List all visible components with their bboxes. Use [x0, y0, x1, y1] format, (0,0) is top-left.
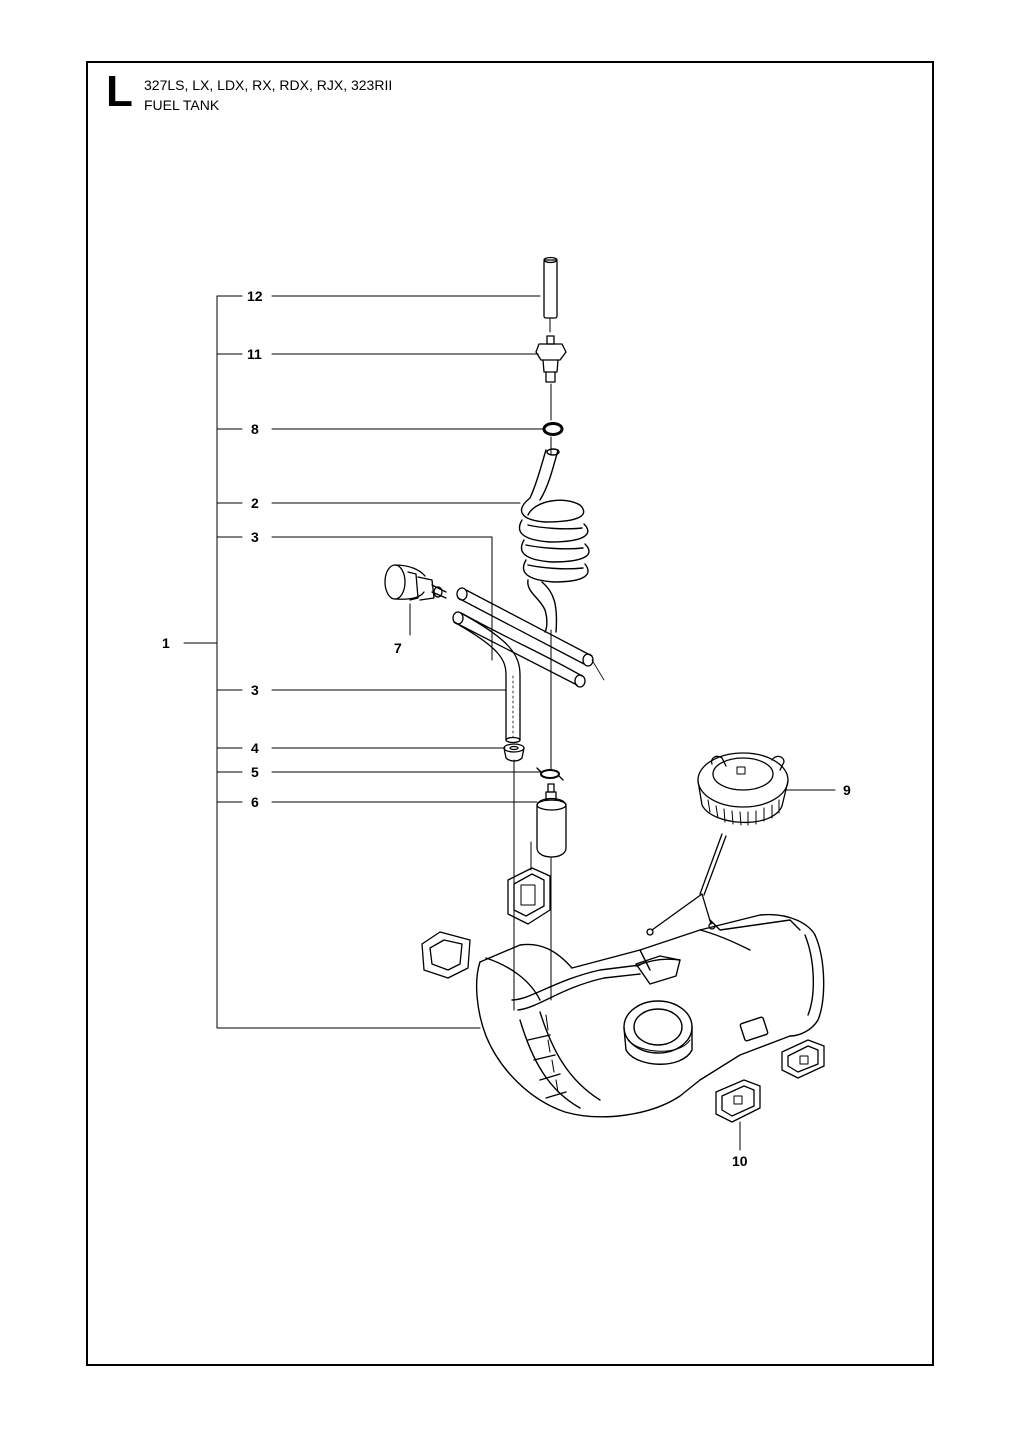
part-12-hose — [543, 256, 558, 319]
callout-3-upper: 3 — [251, 529, 259, 545]
callout-6: 6 — [251, 794, 259, 810]
part-9-fuel-cap — [646, 752, 789, 936]
part-4-grommet — [503, 743, 525, 762]
callout-7: 7 — [394, 640, 402, 656]
part-10-rubber-mount — [715, 1039, 825, 1123]
diagram-title: FUEL TANK — [144, 97, 220, 113]
section-letter: L — [106, 67, 133, 116]
callout-4: 4 — [251, 740, 259, 756]
part-8-o-ring — [542, 422, 564, 436]
page-frame — [86, 61, 934, 1366]
callout-labels: 1 2 3 3 4 5 6 7 8 9 10 11 12 — [162, 288, 851, 1169]
callout-2: 2 — [251, 495, 259, 511]
part-6-fuel-filter — [536, 783, 567, 858]
callout-3-lower: 3 — [251, 682, 259, 698]
callout-10: 10 — [732, 1153, 748, 1169]
callout-9: 9 — [843, 782, 851, 798]
part-11-valve — [535, 335, 567, 383]
rubber-mount-upper — [507, 867, 551, 925]
callout-5: 5 — [251, 764, 259, 780]
part-7-vent-valve — [384, 564, 447, 601]
part-2-coil-hose — [518, 448, 590, 633]
rubber-mount-left — [421, 931, 471, 979]
callout-1: 1 — [162, 635, 170, 651]
part-3-fuel-hoses — [452, 587, 605, 744]
model-list: 327LS, LX, LDX, RX, RDX, RJX, 323RII — [144, 77, 393, 93]
part-1-fuel-tank — [475, 913, 825, 1118]
part-5-hose-clip — [536, 767, 564, 781]
leader-lines — [183, 295, 836, 1151]
callout-11: 11 — [247, 346, 262, 362]
callout-8: 8 — [251, 421, 259, 437]
callout-12: 12 — [247, 288, 263, 304]
